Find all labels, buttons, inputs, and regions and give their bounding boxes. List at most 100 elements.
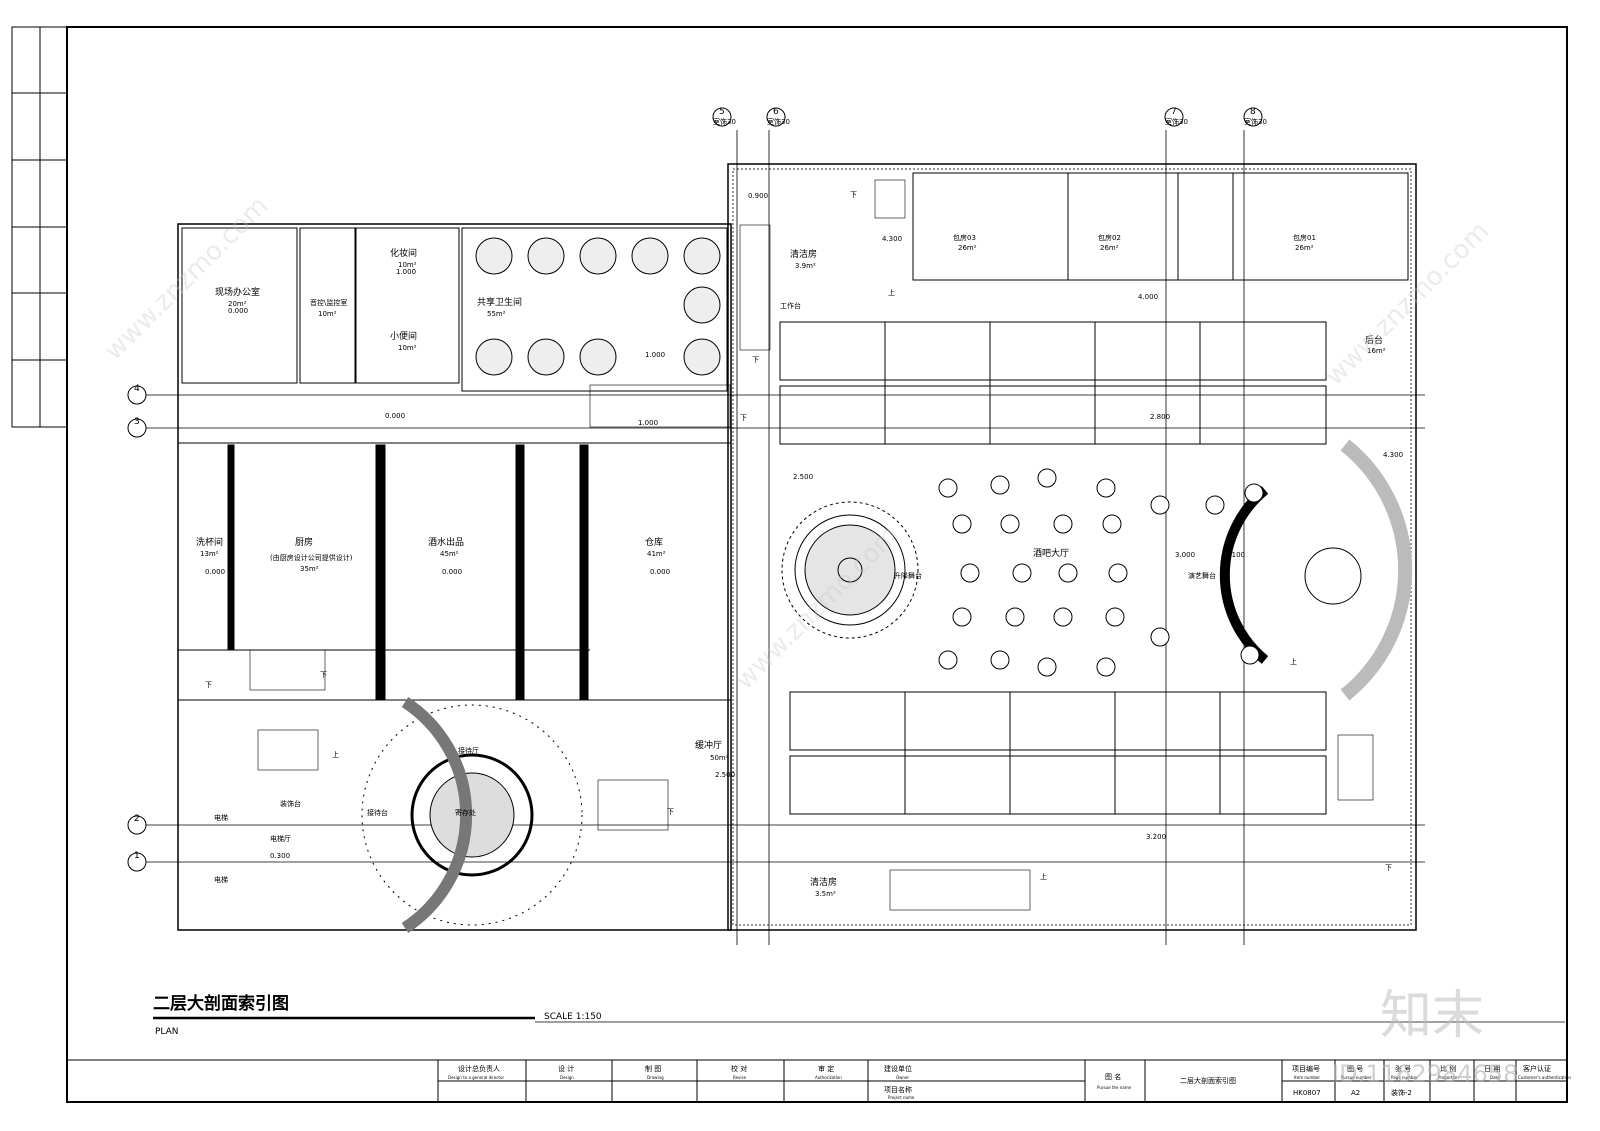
stair-down: 下 [1385,864,1392,872]
stair-up: 上 [888,288,895,297]
tb-approve: 审 定 [818,1064,834,1073]
level-mark: 0.000 [385,412,405,420]
axis-label-5: 5 [719,107,725,117]
private-room-03-area: 26m² [958,244,977,252]
buffer-hall-area: 50m² [710,754,729,762]
storage-label: 仓库 [645,536,663,548]
tb-page-no-en: Page number [1391,1075,1418,1080]
tb-design-en: Design [560,1075,574,1080]
cleaning-room-top-area: 3.9m² [795,262,816,270]
stair-up: 上 [1040,872,1047,881]
axis-label-2: 2 [134,814,140,824]
tb-chief-designer: 设计总负责人 [458,1064,500,1073]
kitchen-note: (由厨房设计公司提供设计) [270,553,353,562]
building-outline [177,163,1417,931]
tb-ratio-en: Proportion [1438,1075,1459,1080]
level-mark: 4.000 [1138,293,1158,301]
tb-drawing-name-en: Pursue the name [1097,1085,1132,1090]
level-mark: 4.300 [1383,451,1403,459]
tb-project-name-en: Project name [888,1095,915,1100]
tb-review-en: Revise [733,1075,747,1080]
kitchen-area: 35m² [300,565,319,573]
tb-approve-en: Authorization [815,1075,842,1080]
axis-sub-6: 室饰30 [767,117,790,126]
tb-sheet-no-en: Pursue number [1341,1075,1372,1080]
tb-owner: 建设单位 [884,1064,912,1073]
cup-washing-area: 13m² [200,550,219,558]
tb-review: 校 对 [731,1064,747,1073]
axis-label-4: 4 [134,384,140,394]
level-mark: 1.000 [396,268,416,276]
watermark-id: ID:1162984658 [1332,1060,1518,1088]
tb-project-no-value: HK0807 [1293,1089,1321,1097]
bar-hall-label: 酒吧大厅 [1033,547,1069,559]
axis-sub-8: 室饰30 [1244,117,1267,126]
tb-project-no: 项目编号 [1292,1064,1320,1073]
tb-drawing: 制 图 [645,1064,661,1073]
drinks-area: 45m² [440,550,459,558]
site-office-label: 现场办公室 [215,286,260,298]
workstation-label: 工作台 [780,301,801,310]
urinal-room-label: 小便间 [390,330,417,342]
watermark-brand: 知末 [1380,986,1484,1046]
stair-down: 下 [752,356,759,364]
sheet-frame [11,26,1568,1103]
level-mark: 0.000 [442,568,462,576]
tb-sheet-no: 图 号 [1347,1065,1363,1073]
cloakroom-label: 寄存处 [455,808,476,817]
elevator-1-label: 电梯 [214,813,228,822]
makeup-room-area: 10m² [398,261,417,269]
tb-chief-designer-en: Design to a general director [448,1075,504,1080]
control-room-label: 音控\监控室 [310,298,347,307]
stair-down: 下 [320,671,327,679]
storage-area: 41m² [647,550,666,558]
axis-sub-7: 室饰30 [1165,117,1188,126]
stair-down: 下 [740,414,747,422]
tb-drawing-name: 图 名 [1105,1072,1121,1081]
backstage-label: 后台 [1365,334,1383,346]
plan-label: PLAN [155,1027,179,1037]
toilet-fixtures [475,237,721,376]
level-mark: 0.000 [205,568,225,576]
stair-up: 上 [1290,657,1297,666]
decor-table-label: 装饰台 [280,799,301,808]
tb-design: 设 计 [558,1064,574,1073]
bar-hall-furniture [781,439,1413,701]
level-mark: 1.000 [638,419,658,427]
level-mark: 3.200 [1146,833,1166,841]
drawing-scale: SCALE 1:150 [544,1012,602,1022]
dance-stage-label: 升降舞台 [894,571,922,580]
stair-down: 下 [850,191,857,199]
tb-owner-en: Owner [896,1075,909,1080]
tb-date-en: Date [1490,1075,1500,1080]
makeup-room-label: 化妆间 [390,247,417,259]
tb-project-name: 项目名称 [884,1085,912,1094]
reception-hall-label: 接待厅 [458,746,479,755]
stage-label: 演艺舞台 [1188,571,1216,580]
axis-label-6: 6 [773,107,779,117]
watermark-site: www.znzmo.com [1320,216,1495,391]
level-mark: 0.900 [748,192,768,200]
drinks-label: 酒水出品 [428,536,464,548]
stair-down: 下 [205,681,212,689]
control-room-area: 10m² [318,310,337,318]
level-mark: 2.800 [1150,413,1170,421]
stair-down: 下 [667,808,674,816]
tb-page-no: 张 号 [1395,1064,1411,1073]
private-room-02-area: 26m² [1100,244,1119,252]
left-wing-walls [178,227,731,701]
axis-sub-5: 室饰30 [713,117,736,126]
cleaning-room-top-label: 清洁房 [790,248,817,260]
tb-project-no-en: Item number [1294,1075,1320,1080]
axis-label-8: 8 [1250,107,1256,117]
elevator-2-label: 电梯 [214,875,228,884]
tb-sheet-no-value: A2 [1351,1089,1360,1097]
tb-drawing-en: Drawing [647,1075,664,1080]
stair-up: 上 [332,750,339,759]
level-mark: 3.100 [1225,551,1245,559]
axis-lines [137,130,1425,945]
level-mark: 0.000 [228,307,248,315]
tb-ratio: 比 例 [1440,1064,1456,1073]
level-mark: 0.300 [270,852,290,860]
